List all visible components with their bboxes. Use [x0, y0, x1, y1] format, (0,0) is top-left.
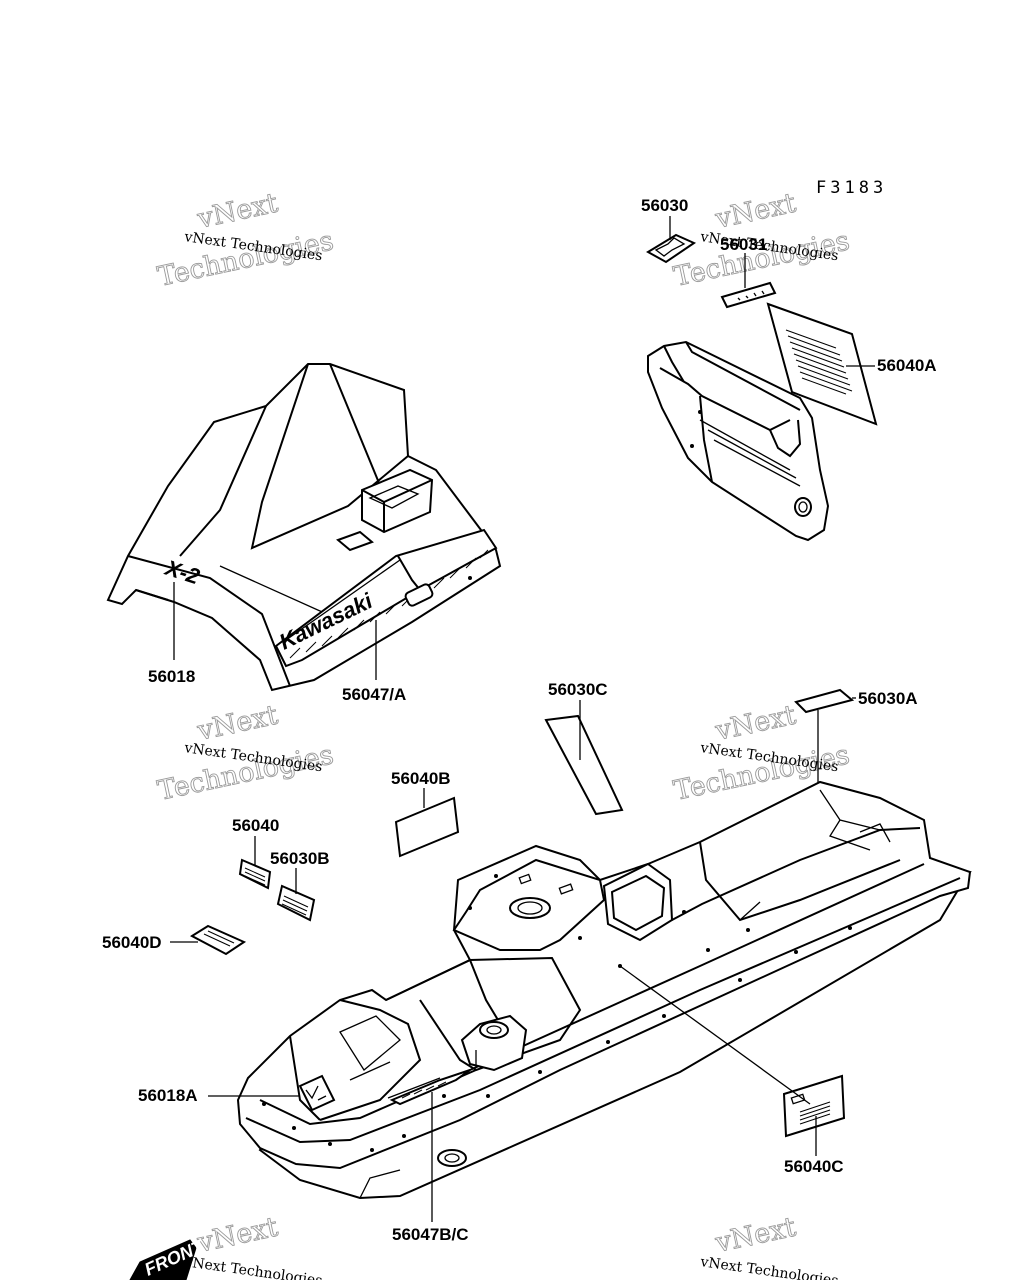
label-56040: 56040	[232, 816, 279, 835]
watermark-top-left: vNext Technologies vNext Technologies	[155, 187, 337, 293]
label-56030A: 56030A	[858, 689, 918, 708]
storage-cover	[647, 340, 830, 542]
watermark-big-top: vNext	[712, 700, 799, 747]
label-56040C: 56040C	[784, 1157, 844, 1176]
label-56031: 56031	[720, 235, 767, 254]
watermark-big-top: vNext	[194, 1212, 281, 1259]
decal-56040	[238, 858, 272, 890]
decal-56040B	[394, 796, 460, 858]
watermark-big-top: vNext	[712, 1212, 799, 1259]
label-56030C: 56030C	[548, 680, 608, 699]
decal-56018A	[298, 1074, 336, 1112]
decal-56030A	[794, 688, 855, 714]
label-56040A: 56040A	[877, 356, 937, 375]
watermark-big-top: vNext	[194, 188, 281, 235]
watermark-bottom-left: vNext vNext Technologies	[182, 1211, 323, 1280]
label-56047BC: 56047B/C	[392, 1225, 469, 1244]
decal-56040D	[189, 924, 247, 956]
label-56018: 56018	[148, 667, 195, 686]
figure-code: F3183	[816, 178, 887, 198]
watermark-big-top: vNext	[194, 700, 281, 747]
front-direction-tag: FRONT	[129, 1235, 208, 1280]
watermark-bottom-right: vNext vNext Technologies	[698, 1211, 839, 1280]
decal-56040A	[766, 302, 878, 426]
watermark-line: vNext Technologies	[182, 1254, 323, 1280]
label-56030B: 56030B	[270, 849, 330, 868]
decal-56031	[720, 281, 777, 309]
decal-56030C	[544, 714, 624, 816]
label-56040B: 56040B	[391, 769, 451, 788]
decal-56030B	[276, 884, 316, 922]
hull	[236, 780, 972, 1200]
label-56018A: 56018A	[138, 1086, 198, 1105]
watermark-mid-left: vNext Technologies vNext Technologies	[155, 699, 337, 807]
label-56030: 56030	[641, 196, 688, 215]
engine-hood: Kawasaki X-2	[106, 363, 502, 692]
label-56047A: 56047/A	[342, 685, 406, 704]
label-56040D: 56040D	[102, 933, 162, 952]
watermark-line: vNext Technologies	[698, 1254, 839, 1280]
decal-56040C	[782, 1074, 846, 1138]
decal-56030	[646, 233, 697, 264]
leader-56040C-pointer	[619, 965, 811, 1105]
watermark-big-top: vNext	[712, 188, 799, 235]
